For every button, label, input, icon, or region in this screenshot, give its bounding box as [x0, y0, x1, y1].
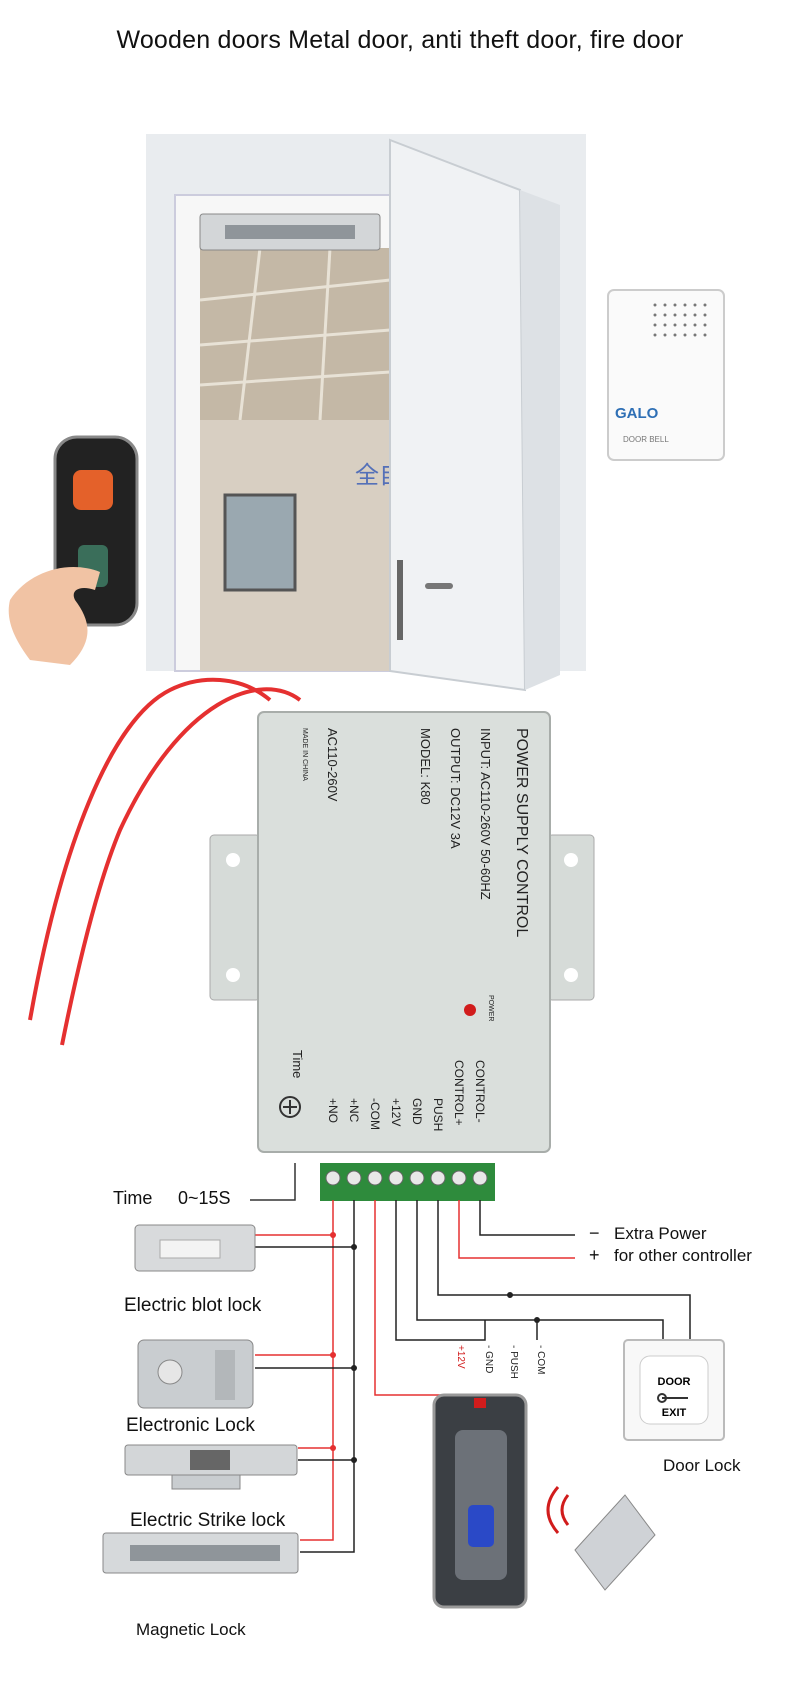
door-scene: 全自 创现代	[146, 134, 586, 692]
extra-power-line1: Extra Power	[614, 1224, 707, 1243]
reader-wire-com: - COM	[535, 1345, 546, 1375]
terminal-gnd: GND	[410, 1098, 424, 1125]
wires	[255, 1200, 691, 1553]
terminal-push: PUSH	[431, 1098, 445, 1132]
psu-title: POWER SUPPLY CONTROL	[513, 728, 530, 938]
psu-input: INPUT: AC110-260V 50-60HZ	[478, 728, 493, 900]
exit-button-line2: EXIT	[662, 1407, 687, 1419]
time-label: Time	[113, 1188, 153, 1208]
psu-model: MODEL: K80	[418, 728, 433, 805]
time-range: 0~15S	[178, 1188, 231, 1208]
lock-label-electric-strike: Electric Strike lock	[130, 1510, 286, 1531]
extra-power-minus: −	[589, 1223, 600, 1243]
psu-made-in: MADE IN CHINA	[301, 728, 308, 781]
electronic-lock	[137, 1339, 254, 1409]
psu-time-knob-label: Time	[290, 1050, 305, 1079]
doorbell-label: DOOR BELL	[623, 435, 669, 444]
reader-wire-push: - PUSH	[508, 1345, 519, 1379]
terminal-com: -COM	[368, 1098, 382, 1130]
fingerprint-reader	[432, 1393, 528, 1609]
fingerprint-reader-top	[8, 435, 139, 665]
reader-wire-12v: +12V	[455, 1345, 466, 1369]
reader-wire-gnd: - GND	[483, 1345, 494, 1374]
terminal-control-minus: CONTROL-	[473, 1060, 487, 1123]
remote-control	[546, 1486, 656, 1591]
electric-bolt-lock	[134, 1224, 256, 1272]
psu-output: OUTPUT: DC12V 3A	[448, 728, 463, 849]
page-title: Wooden doors Metal door, anti theft door…	[116, 26, 684, 54]
doorbell: GALO DOOR BELL	[607, 289, 725, 461]
terminal-control-plus: CONTROL+	[452, 1060, 466, 1126]
psu-power-led-label: POWER	[487, 995, 494, 1022]
terminal-nc: +NC	[347, 1098, 361, 1123]
extra-power-plus: +	[589, 1245, 600, 1265]
power-supply-unit	[28, 677, 595, 1201]
terminal-12v: +12V	[389, 1098, 403, 1127]
exit-button-line1: DOOR	[658, 1376, 691, 1388]
terminal-no: +NO	[326, 1098, 340, 1124]
lock-label-electronic: Electronic Lock	[126, 1415, 255, 1436]
door-lock-label: Door Lock	[663, 1456, 741, 1475]
lock-label-magnetic: Magnetic Lock	[136, 1620, 246, 1639]
magnetic-lock	[102, 1532, 299, 1574]
extra-power-line2: for other controller	[614, 1246, 752, 1265]
doorbell-brand: GALO	[615, 405, 659, 422]
exit-button: DOOR EXIT	[623, 1339, 725, 1441]
electric-strike-lock	[124, 1444, 298, 1490]
wire-junctions	[330, 1232, 540, 1463]
psu-ac: AC110-260V	[325, 728, 340, 802]
lock-label-electric-bolt: Electric blot lock	[124, 1295, 262, 1316]
